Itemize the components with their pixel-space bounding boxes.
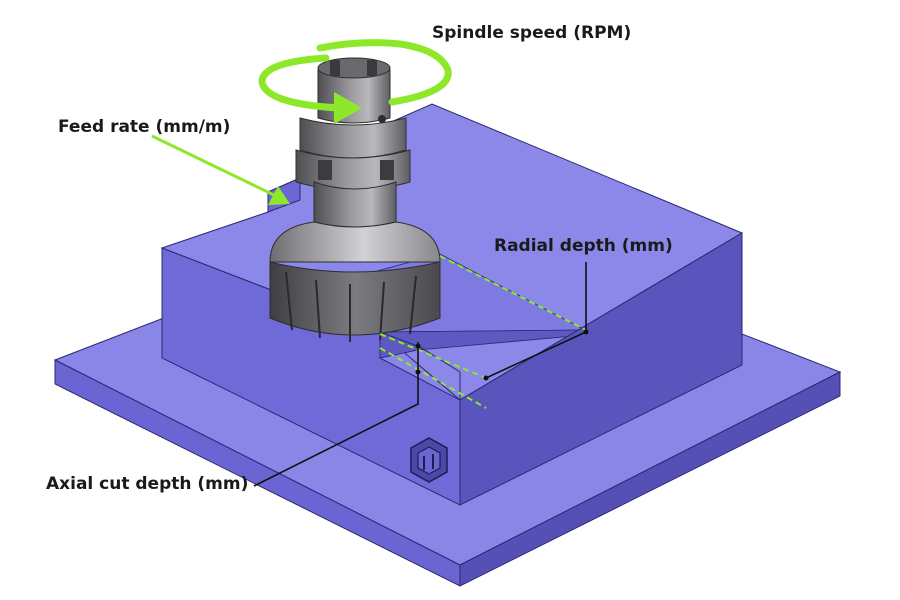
radial-depth-guides [379, 255, 587, 379]
axial-cut-depth-label: Axial cut depth (mm) [46, 474, 249, 494]
spindle-speed-label: Spindle speed (RPM) [432, 23, 632, 43]
axial-depth-leader [253, 342, 421, 487]
radial-depth-label: Radial depth (mm) [494, 236, 673, 256]
base-plate-right-face [459, 371, 841, 587]
spindle-rotation-arrow-icon [258, 39, 452, 124]
axial-depth-guides [379, 347, 487, 409]
tool-cone [269, 221, 441, 263]
tool-collar [299, 117, 407, 159]
hex-nut-icon [410, 437, 448, 483]
feed-rate-label: Feed rate (mm/m) [58, 117, 231, 137]
milling-tool [269, 57, 441, 342]
feed-direction-arrow-icon [151, 134, 290, 205]
block-right-face [459, 232, 743, 506]
tool-cutter-head [269, 261, 441, 336]
radial-depth-leader [483, 262, 589, 381]
tool-neck [313, 181, 397, 228]
pocket-wall [379, 329, 586, 359]
